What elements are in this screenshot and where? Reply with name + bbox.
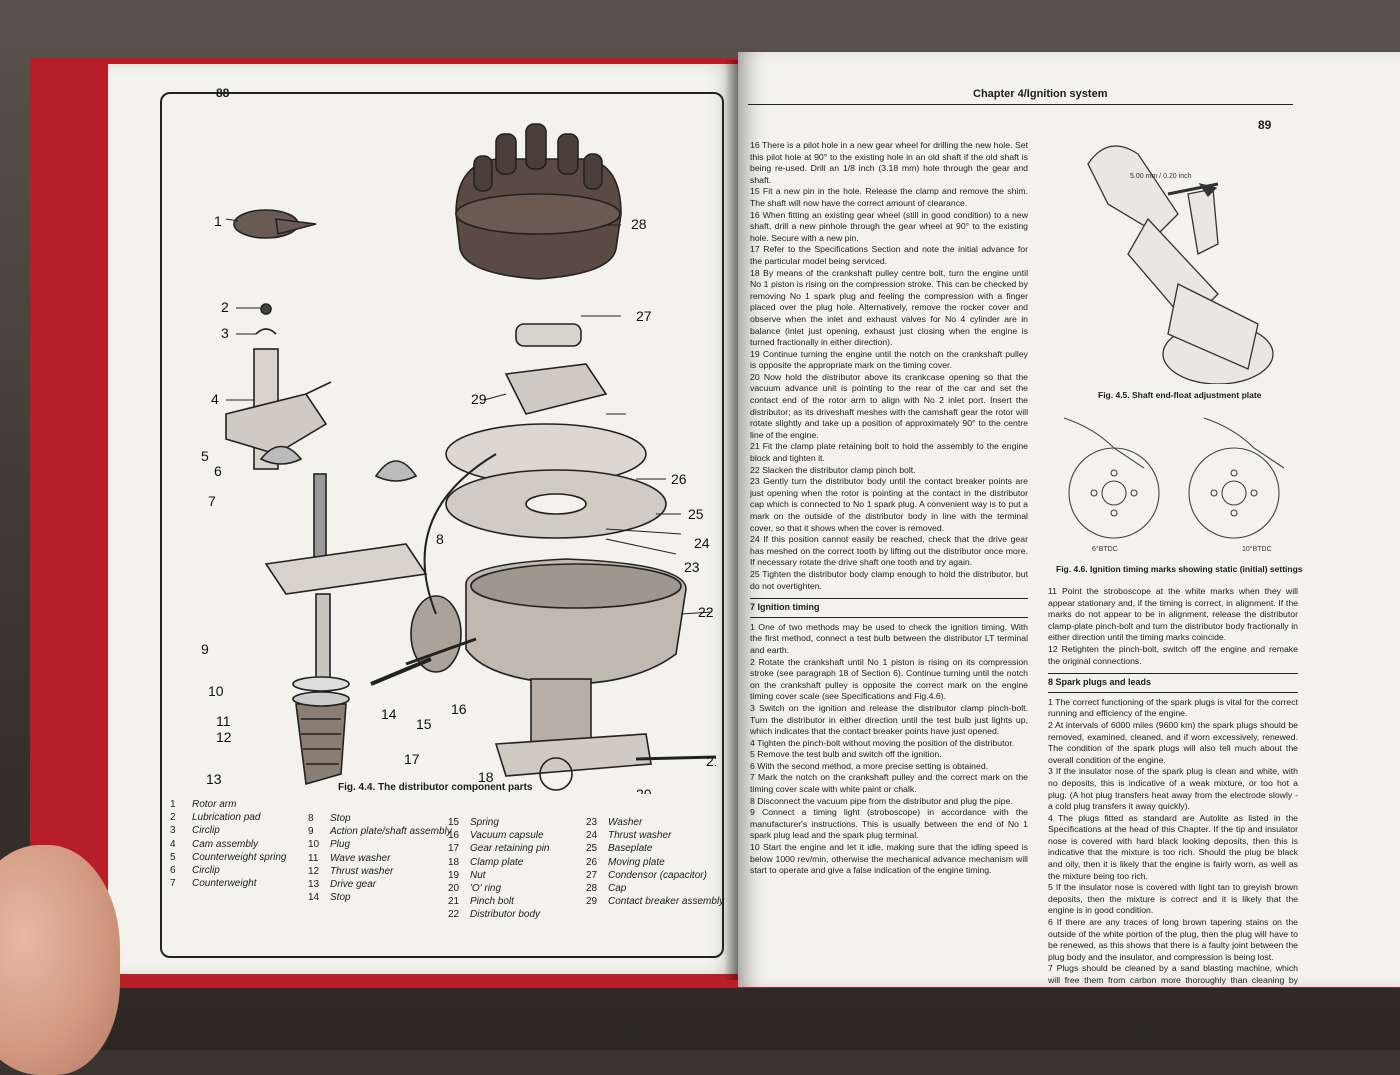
section-7-heading: 7 Ignition timing — [750, 598, 1028, 618]
paragraph: 7 Plugs should be cleaned by a sand blas… — [1048, 963, 1298, 987]
callout-1: 1 — [214, 213, 222, 229]
paragraph: 16 When fitting an existing gear wheel (… — [750, 209, 1028, 243]
callout-5: 5 — [201, 448, 209, 464]
right-column-2: 11 Point the stroboscope at the white ma… — [1048, 586, 1298, 987]
paragraph: 4 The plugs fitted as standard are Autol… — [1048, 812, 1298, 881]
callout-14: 14 — [381, 706, 397, 722]
paragraph: 1 One of two methods may be used to chec… — [750, 621, 1028, 655]
callout-13: 13 — [206, 771, 222, 787]
paragraph: 2 At intervals of 6000 miles (9600 km) t… — [1048, 719, 1298, 765]
callout-15: 15 — [416, 716, 432, 732]
section-8-heading: 8 Spark plugs and leads — [1048, 673, 1298, 693]
paragraph: 3 Switch on the ignition and release the… — [750, 702, 1028, 737]
callout-16: 16 — [451, 701, 467, 717]
paragraph: 4 Tighten the pinch-bolt without moving … — [750, 737, 1015, 748]
paragraph: 15 Fit a new pin in the hole. Release th… — [750, 186, 1028, 208]
paragraph: 8 Disconnect the vacuum pipe from the di… — [750, 795, 1013, 806]
callout-21: 21 — [706, 753, 716, 769]
paragraph: 23 Gently turn the distributor body unti… — [750, 476, 1028, 533]
paragraph: 17 Refer to the Specifications Section a… — [750, 244, 1028, 266]
callout-20: 20 — [636, 786, 652, 794]
chapter-header: Chapter 4/Ignition system — [973, 88, 1108, 100]
page-number-right: 89 — [1258, 118, 1272, 132]
callout-26: 26 — [671, 471, 687, 487]
callout-24: 24 — [694, 535, 710, 551]
figure-4-6-illustration: 6°BTDC 10°BTDC — [1063, 417, 1285, 553]
callout-29: 29 — [471, 391, 487, 407]
paragraph: 24 If this position cannot easily be rea… — [750, 534, 1028, 568]
figure-4-6-label-b: 10°BTDC — [1242, 545, 1272, 553]
paragraph: 22 Slacken the distributor clamp pinch b… — [750, 464, 916, 475]
paragraph: 11 Point the stroboscope at the white ma… — [1048, 586, 1298, 643]
callout-25: 25 — [688, 506, 704, 522]
figure-4-6-label-a: 6°BTDC — [1092, 545, 1118, 553]
paragraph: 16 There is a pilot hole in a new gear w… — [750, 140, 1028, 185]
paragraph: 25 Tighten the distributor body clamp en… — [750, 568, 1028, 591]
figure-4-6-caption: Fig. 4.6. Ignition timing marks showing … — [1056, 564, 1303, 574]
callout-8: 8 — [436, 531, 444, 547]
paragraph: 3 If the insulator nose of the spark plu… — [1048, 766, 1298, 812]
paragraph: 7 Mark the notch on the crankshaft pulle… — [750, 772, 1028, 795]
paragraph: 10 Start the engine and let it idle, mak… — [750, 842, 1028, 876]
figure-4-5-caption: Fig. 4.5. Shaft end-float adjustment pla… — [1098, 390, 1262, 400]
paragraph: 1 The correct functioning of the spark p… — [1048, 696, 1298, 719]
callout-2: 2 — [221, 299, 229, 315]
callout-23: 23 — [684, 559, 700, 575]
paragraph: 6 If there are any traces of long brown … — [1048, 917, 1298, 962]
callout-6: 6 — [214, 463, 222, 479]
callout-11: 11 — [216, 713, 231, 729]
callout-27: 27 — [636, 308, 652, 324]
hand-holding-book — [0, 845, 120, 1075]
callout-17: 17 — [404, 751, 420, 767]
callout-28: 28 — [631, 216, 647, 232]
paragraph: 19 Continue turning the engine until the… — [750, 348, 1028, 371]
right-page: Chapter 4/Ignition system 89 16 There is… — [738, 52, 1400, 987]
callout-4: 4 — [211, 391, 219, 407]
paragraph: 20 Now hold the distributor above its cr… — [750, 371, 1028, 440]
paragraph: 12 Retighten the pinch-bolt, switch off … — [1048, 643, 1298, 666]
paragraph: 21 Fit the clamp plate retaining bolt to… — [750, 441, 1028, 464]
callout-10: 10 — [208, 683, 224, 699]
figure-4-5-illustration: 5.00 mm / 0.20 inch — [1087, 145, 1274, 384]
figure-4-4-caption: Fig. 4.4. The distributor component part… — [338, 782, 533, 793]
callout-7: 7 — [208, 493, 216, 509]
right-column-1: 16 There is a pilot hole in a new gear w… — [750, 140, 1028, 877]
paragraph: 9 Connect a timing light (stroboscope) i… — [750, 807, 1028, 841]
paragraph: 18 By means of the crankshaft pulley cen… — [750, 267, 1028, 348]
paragraph: 2 Rotate the crankshaft until No 1 pisto… — [750, 656, 1028, 702]
callout-12: 12 — [216, 729, 232, 745]
paragraph: 5 If the insulator nose is covered with … — [1048, 882, 1298, 916]
left-page: 88 — [108, 64, 738, 974]
paragraph: 6 With the second method, a more precise… — [750, 760, 989, 771]
header-rule — [748, 104, 1293, 105]
figure-frame — [160, 92, 724, 958]
callout-labels: 1 2 3 4 5 6 7 8 9 10 11 12 13 14 15 16 1… — [201, 213, 716, 794]
callout-18: 18 — [478, 769, 494, 785]
distributor-diagram: 1 2 3 4 5 6 7 8 9 10 11 12 13 14 15 16 1… — [201, 123, 716, 794]
callout-9: 9 — [201, 641, 209, 657]
figure-4-5-label: 5.00 mm / 0.20 inch — [1130, 173, 1192, 180]
paragraph: 5 Remove the test bulb and switch off th… — [750, 749, 942, 760]
callout-3: 3 — [221, 325, 229, 341]
callout-22: 22 — [698, 604, 714, 620]
